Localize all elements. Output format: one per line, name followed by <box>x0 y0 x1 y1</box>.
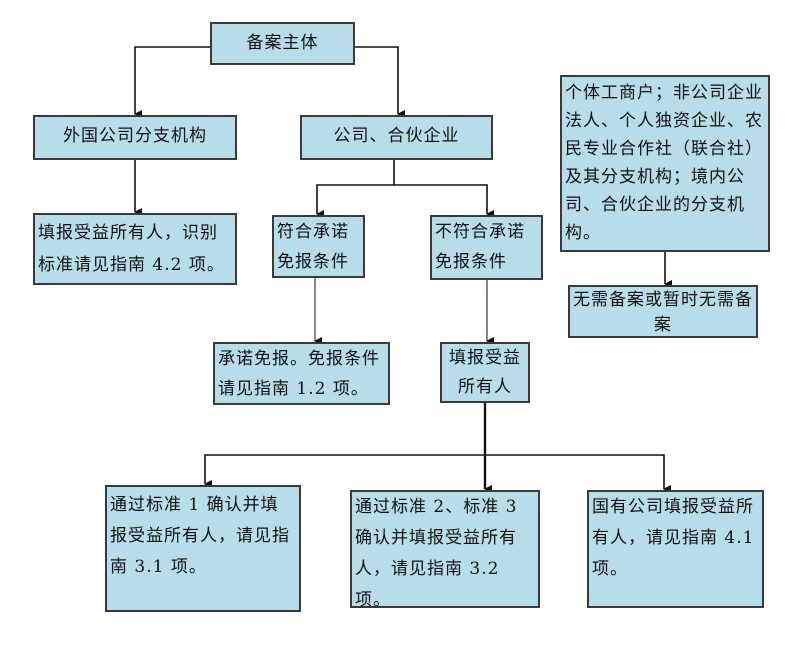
node-no-filing: 无需备案或暂时无需备案 <box>568 285 758 338</box>
node-meets-exempt: 符合承诺免报条件 <box>272 215 365 278</box>
arrow-to-state <box>485 454 671 493</box>
node-company: 公司、合伙企业 <box>300 115 493 160</box>
node-foreign-branch: 外国公司分支机构 <box>33 115 237 160</box>
arrow-root-to-company <box>355 46 405 118</box>
node-foreign-fill: 填报受益所有人，识别标准请见指南 4.2 项。 <box>33 213 237 285</box>
node-root: 备案主体 <box>210 22 355 65</box>
arrow-to-meets <box>316 184 394 218</box>
node-not-meets-exempt: 不符合承诺免报条件 <box>430 215 543 280</box>
node-std1: 通过标准 1 确认并填报受益所有人，请见指南 3.1 项。 <box>105 485 301 612</box>
node-others: 个体工商户；非公司企业法人、个人独资企业、农民专业合作社（联合社）及其分支机构；… <box>560 75 770 252</box>
node-state-owned: 国有公司填报受益所有人，请见指南 4.1 项。 <box>587 490 764 608</box>
node-fill-owner: 填报受益所有人 <box>440 342 530 403</box>
node-exempt-result: 承诺免报。免报条件请见指南 1.2 项。 <box>213 342 390 405</box>
arrow-to-not-meets <box>394 184 494 218</box>
node-std23: 通过标准 2、标准 3 确认并填报受益所有人，请见指南 3.2 项。 <box>350 490 540 610</box>
arrow-to-std1 <box>204 454 485 488</box>
arrow-root-to-foreign <box>134 46 210 118</box>
